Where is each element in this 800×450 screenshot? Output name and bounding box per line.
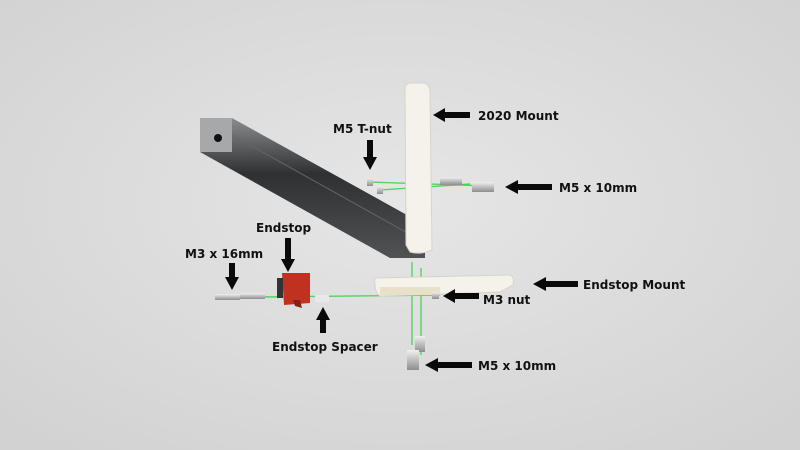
label-m5x10-bottom: M5 x 10mm <box>478 359 556 373</box>
endstop-spacer <box>315 295 329 302</box>
m5-bolts-bottom <box>407 336 425 370</box>
label-m5-tnut: M5 T-nut <box>333 122 392 136</box>
part-endstop-mount <box>374 274 515 297</box>
label-m3-nut: M3 nut <box>483 293 531 307</box>
aluminium-extrusion-2020 <box>200 118 425 258</box>
label-endstop-spacer: Endstop Spacer <box>272 340 378 354</box>
label-endstop-mount: Endstop Mount <box>583 278 685 292</box>
arrow-2020-mount <box>433 108 470 122</box>
arrow-endstop <box>281 238 295 272</box>
m5-bolts-top <box>440 177 494 192</box>
arrow-endstop-mount <box>533 277 578 291</box>
arrow-m5x10-top <box>505 180 552 194</box>
arrow-m3-nut <box>443 289 479 303</box>
label-endstop: Endstop <box>256 221 311 235</box>
arrow-endstop-spacer <box>316 307 330 333</box>
m3-nut <box>432 292 439 299</box>
m3-16mm-bolt <box>215 293 265 300</box>
endstop-switch <box>277 273 310 308</box>
m5-tnuts <box>367 178 383 194</box>
arrow-m5x10-bottom <box>425 358 472 372</box>
label-2020-mount: 2020 Mount <box>478 109 559 123</box>
arrow-m5-tnut <box>363 140 377 170</box>
arrow-m3x16 <box>225 263 239 290</box>
label-m5x10-top: M5 x 10mm <box>559 181 637 195</box>
part-2020-mount <box>404 82 433 254</box>
label-m3x16: M3 x 16mm <box>185 247 263 261</box>
